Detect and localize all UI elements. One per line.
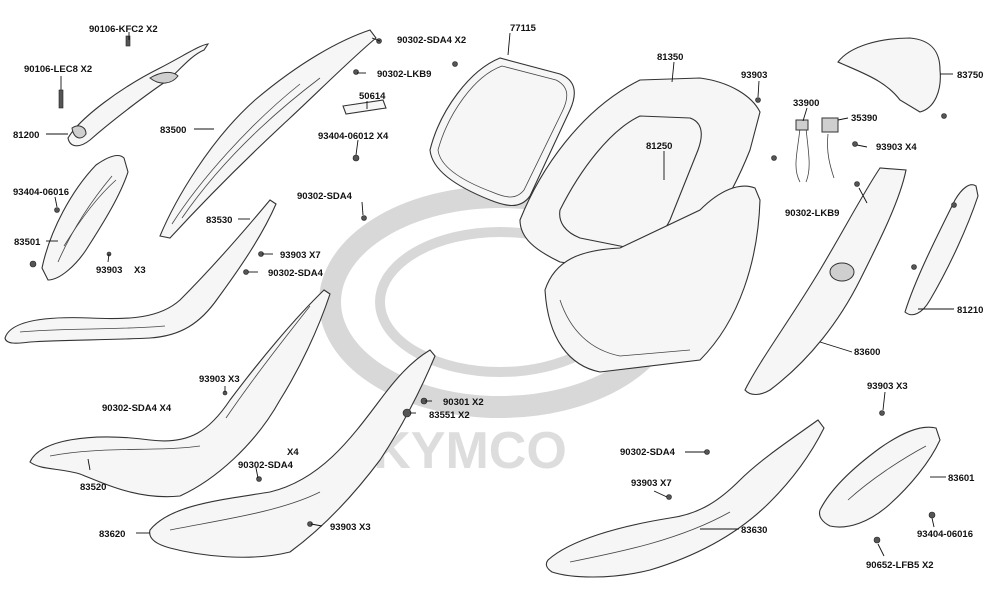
part-50614-plate bbox=[342, 99, 387, 115]
label-90302-sda4-right: 90302-SDA4 bbox=[620, 447, 676, 458]
label-90302-sda4-mid: 90302-SDA4 bbox=[297, 191, 353, 202]
label-90302-sda4-bottom: 90302-SDA4 bbox=[238, 460, 294, 471]
label-90106-kfc2: 90106-KFC2 X2 bbox=[89, 24, 158, 35]
label-81250: 81250 bbox=[646, 141, 672, 152]
label-83630: 83630 bbox=[741, 525, 767, 536]
label-81200: 81200 bbox=[13, 130, 39, 141]
label-90302-lkb9-right: 90302-LKB9 bbox=[785, 208, 839, 219]
part-83630-step-cover bbox=[545, 419, 825, 578]
label-90302-sda4-x4: 90302-SDA4 X4 bbox=[102, 403, 172, 414]
label-83750: 83750 bbox=[957, 70, 983, 81]
label-x4: X4 bbox=[287, 447, 299, 458]
part-81250-tub bbox=[544, 185, 761, 373]
label-x3-left: X3 bbox=[134, 265, 146, 276]
part-83530-floor-panel bbox=[4, 199, 277, 344]
part-83501-bracket bbox=[41, 155, 129, 281]
label-93404-06016-right: 93404-06016 bbox=[917, 529, 973, 540]
label-90302-sda4-lower: 90302-SDA4 bbox=[268, 268, 324, 279]
label-93903-left: 93903 bbox=[96, 265, 122, 276]
part-81210-grab-rail bbox=[904, 184, 979, 316]
watermark-text: KYMCO bbox=[373, 422, 567, 480]
small-screws-group bbox=[29, 35, 957, 544]
label-83520: 83520 bbox=[80, 482, 106, 493]
leader-lines bbox=[46, 32, 954, 557]
label-93404-06012: 93404-06012 X4 bbox=[318, 131, 389, 142]
part-33900-35390-wiring bbox=[795, 117, 839, 183]
part-83520-lower-cover bbox=[29, 289, 331, 498]
label-35390: 35390 bbox=[851, 113, 877, 124]
part-77115-seal bbox=[429, 57, 575, 207]
part-83601-bracket bbox=[818, 426, 941, 528]
label-81210: 81210 bbox=[957, 305, 983, 316]
label-83601: 83601 bbox=[948, 473, 975, 484]
label-90302-lkb9-top: 90302-LKB9 bbox=[377, 69, 431, 80]
label-93903-top: 93903 bbox=[741, 70, 767, 81]
label-83500: 83500 bbox=[160, 125, 186, 136]
label-90302-sda4-x2: 90302-SDA4 X2 bbox=[397, 35, 466, 46]
label-93903-x7-left: 93903 X7 bbox=[280, 250, 321, 261]
label-93903-x3-mid: 93903 X3 bbox=[199, 374, 240, 385]
label-81350: 81350 bbox=[657, 52, 683, 63]
part-83500-side-rail bbox=[159, 29, 377, 239]
label-93903-x3-bottom: 93903 X3 bbox=[330, 522, 371, 533]
label-93903-x7-right: 93903 X7 bbox=[631, 478, 672, 489]
label-83620: 83620 bbox=[99, 529, 125, 540]
label-83501: 83501 bbox=[14, 237, 41, 248]
label-33900: 33900 bbox=[793, 98, 819, 109]
label-83600: 83600 bbox=[854, 347, 880, 358]
label-83530: 83530 bbox=[206, 215, 232, 226]
label-90652-lfb5: 90652-LFB5 X2 bbox=[866, 560, 934, 571]
label-90106-lec8: 90106-LEC8 X2 bbox=[24, 64, 92, 75]
label-77115: 77115 bbox=[510, 23, 537, 34]
part-83600-side-cover bbox=[744, 167, 907, 396]
part-labels: 90106-KFC2 X2 90106-LEC8 X2 81200 93404-… bbox=[13, 23, 983, 571]
part-81200-grab-handle bbox=[67, 43, 210, 147]
label-83551: 83551 X2 bbox=[429, 410, 470, 421]
label-90301: 90301 X2 bbox=[443, 397, 484, 408]
label-50614: 50614 bbox=[359, 91, 386, 102]
label-93903-x4: 93903 X4 bbox=[876, 142, 917, 153]
part-83750-rear-cover bbox=[837, 37, 941, 113]
label-93404-06016-left: 93404-06016 bbox=[13, 187, 69, 198]
part-83620-step-cover bbox=[149, 349, 436, 558]
label-93903-x3-right: 93903 X3 bbox=[867, 381, 908, 392]
